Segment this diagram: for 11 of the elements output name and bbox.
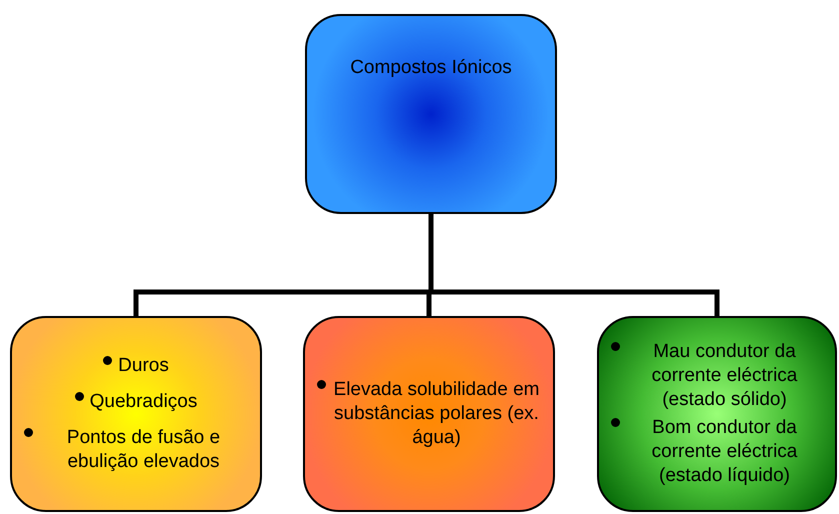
property-text: Elevada solubilidade em substâncias polares (ex. água): [332, 378, 540, 450]
property-box: [303, 316, 555, 512]
property-box: [10, 316, 262, 512]
property-text: Pontos de fusão e ebulição elevados: [66, 426, 222, 474]
property-text: Compostos Iónicos: [350, 56, 512, 80]
property-text: Bom condutor da corrente eléctrica (estado líquido): [650, 416, 798, 488]
property-text: Duros: [118, 354, 169, 378]
title-box: [305, 14, 557, 214]
property-text: Quebradiços: [90, 390, 198, 414]
property-text: Mau condutor da corrente eléctrica (estado sólido): [650, 340, 798, 412]
property-box: [597, 316, 837, 512]
